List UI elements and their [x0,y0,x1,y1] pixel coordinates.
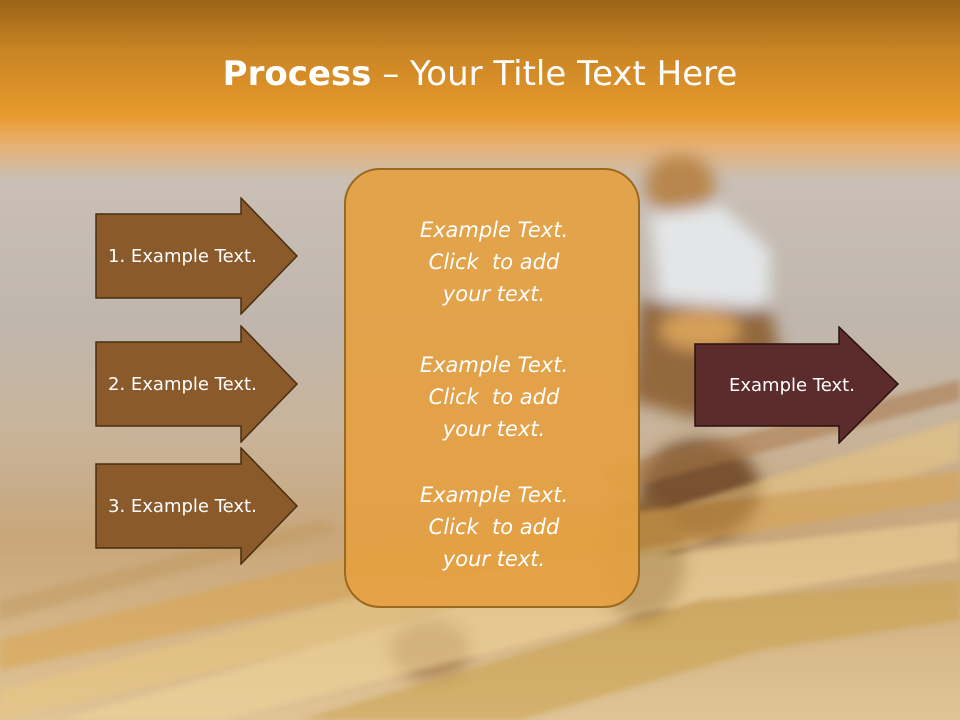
text-line: your text. [442,417,546,441]
center-text-block-1: Example Text. Click to add your text. [346,214,642,310]
text-line: Click to add [428,385,560,409]
left-arrow-2[interactable]: 2. Example Text. [95,325,299,443]
title-rest: Your Title Text Here [410,54,738,94]
center-text-box[interactable]: Example Text. Click to add your text. Ex… [344,168,640,608]
title-separator: – [382,54,400,94]
left-arrow-3[interactable]: 3. Example Text. [95,447,299,565]
left-arrow-label: 2. Example Text. [108,373,257,395]
text-line: Click to add [428,515,560,539]
title-bold: Process [222,54,372,94]
center-text-block-3: Example Text. Click to add your text. [346,479,642,575]
text-line: Click to add [428,250,560,274]
text-line: Example Text. [419,483,569,507]
left-arrow-1[interactable]: 1. Example Text. [95,197,299,315]
left-arrow-label: 3. Example Text. [108,495,257,517]
arrow-shape [95,197,299,315]
text-line: Example Text. [419,353,569,377]
text-line: your text. [442,547,546,571]
slide-title: Process – Your Title Text Here [0,52,960,96]
center-text-block-2: Example Text. Click to add your text. [346,349,642,445]
arrow-shape [694,326,900,444]
text-line: Example Text. [419,218,569,242]
text-line: your text. [442,282,546,306]
arrow-shape [95,447,299,565]
arrow-shape [95,325,299,443]
right-arrow[interactable]: Example Text. [694,326,900,444]
left-arrow-label: 1. Example Text. [108,245,257,267]
right-arrow-label: Example Text. [729,374,855,396]
